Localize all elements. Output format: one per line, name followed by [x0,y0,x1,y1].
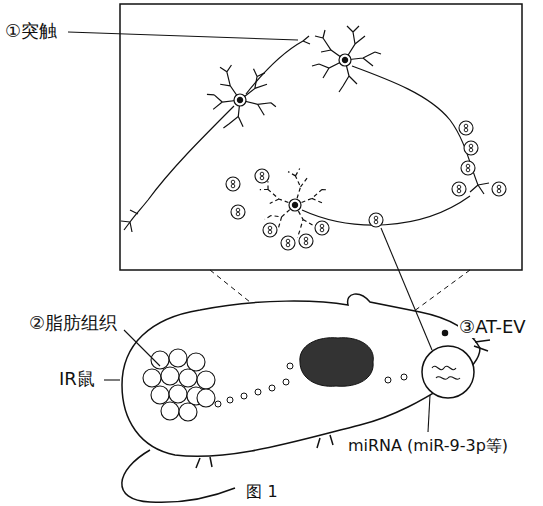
text-part: IR鼠 [59,368,95,389]
vesicles [226,121,506,250]
callout-label: ②脂肪组织 [28,312,118,334]
text-part [262,482,267,501]
ev-dots [215,363,407,407]
text-part [402,436,407,455]
callout-label: ③AT-EV [458,316,527,338]
mouse-outline [122,294,490,502]
text-part: ②脂肪组织 [29,312,117,333]
inset-frame [120,4,522,270]
text-part: (miR-9-3p等) [407,436,508,455]
brain [300,338,373,387]
text-part: ①突触 [5,20,57,41]
callout-label: ①突触 [4,20,58,42]
callout-label: IR鼠 [58,368,96,390]
text-part: miRNA [348,436,402,455]
text-part: 图 [246,482,262,501]
text-part: 1 [267,482,277,501]
molecule-label: miRNA (miR-9-3p等) [347,436,509,455]
figure-caption: 图 1 [246,482,277,503]
text-part: ③AT-EV [459,316,526,337]
neurons [121,26,489,244]
